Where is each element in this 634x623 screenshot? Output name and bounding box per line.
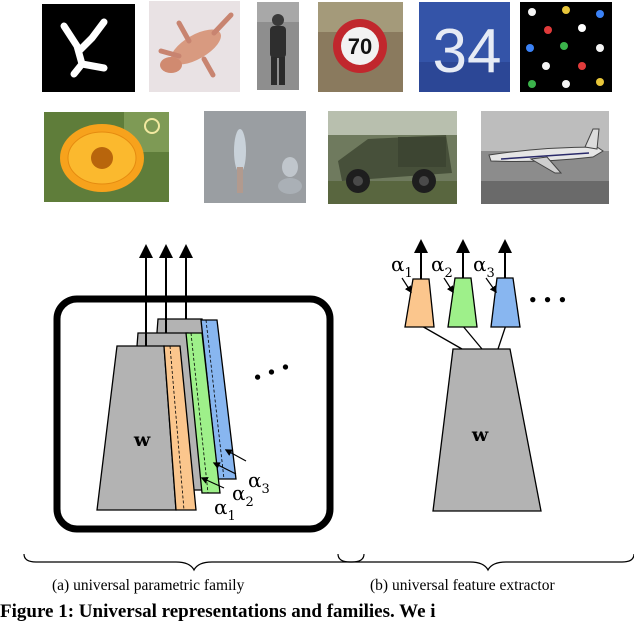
shared-weights-label: w bbox=[133, 429, 151, 451]
colored-dots-image bbox=[520, 2, 612, 92]
adapter-alpha1-label: α1 bbox=[214, 495, 236, 524]
shared-weights-label-b: w bbox=[471, 424, 489, 446]
family-frame bbox=[53, 295, 334, 533]
brace-b bbox=[337, 553, 634, 572]
military-vehicle-image bbox=[328, 111, 457, 204]
diagram-canvas: w • • • α1 α2 α3 w α1 α2 α3 bbox=[23, 239, 634, 572]
shared-feature-extractor bbox=[432, 348, 542, 512]
more-heads-ellipsis: • • • bbox=[528, 291, 567, 309]
head-alpha1-label: α1 bbox=[391, 252, 413, 281]
head-alpha3 bbox=[490, 277, 521, 328]
speed-limit-sign-image: 70 bbox=[318, 2, 403, 92]
caption-b: (b) universal feature extractor bbox=[370, 577, 555, 594]
head-alpha2-label: α2 bbox=[431, 252, 453, 281]
omniglot-character-image bbox=[42, 4, 135, 92]
pedestrian-image bbox=[257, 2, 299, 90]
figure-title: Figure 1: Universal representations and … bbox=[0, 601, 436, 622]
speed-limit-number: 70 bbox=[348, 34, 372, 59]
head-alpha3-label: α3 bbox=[473, 252, 495, 281]
fish-image bbox=[204, 111, 306, 203]
gecko-image bbox=[149, 1, 240, 92]
flower-image bbox=[44, 112, 169, 202]
diagram-b-feature-extractor: w α1 α2 α3 • • • bbox=[391, 239, 567, 512]
adapter-alpha1-strip bbox=[163, 345, 197, 511]
airplane-image bbox=[481, 111, 609, 204]
caption-a: (a) universal parametric family bbox=[52, 577, 245, 594]
house-number-digits: 34 bbox=[433, 17, 502, 86]
house-number-image: 34 bbox=[419, 2, 510, 92]
more-adapters-ellipsis: • • • bbox=[250, 357, 293, 387]
diagram-a-parametric-family: w • • • α1 α2 α3 bbox=[53, 244, 334, 533]
head-alpha2 bbox=[447, 277, 478, 328]
adapter-alpha2-label: α2 bbox=[232, 481, 254, 510]
adapter-alpha2-strip bbox=[185, 332, 221, 494]
adapter-alpha3-label: α3 bbox=[248, 468, 270, 497]
brace-a bbox=[23, 553, 365, 572]
shared-network-front bbox=[96, 345, 177, 511]
head-alpha1 bbox=[404, 278, 435, 328]
